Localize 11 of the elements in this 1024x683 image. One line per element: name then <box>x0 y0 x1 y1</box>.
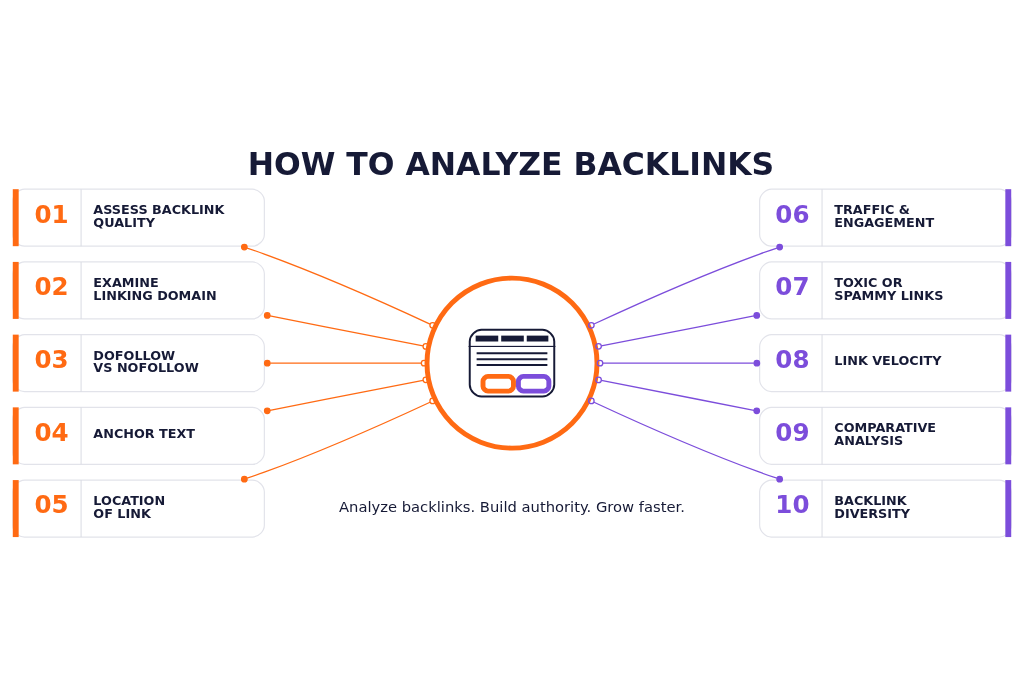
connector <box>596 359 761 366</box>
connector <box>595 376 761 414</box>
connector <box>240 243 437 329</box>
diagram-title: HOW TO ANALYZE BACKLINKS <box>247 145 775 182</box>
connector <box>587 397 784 483</box>
connector <box>240 397 437 483</box>
connector <box>595 311 761 350</box>
connector <box>263 311 430 350</box>
connector <box>587 243 784 329</box>
connector <box>263 375 430 414</box>
label: Analyze backlinks. Build authority. Grow faster. <box>339 497 685 515</box>
